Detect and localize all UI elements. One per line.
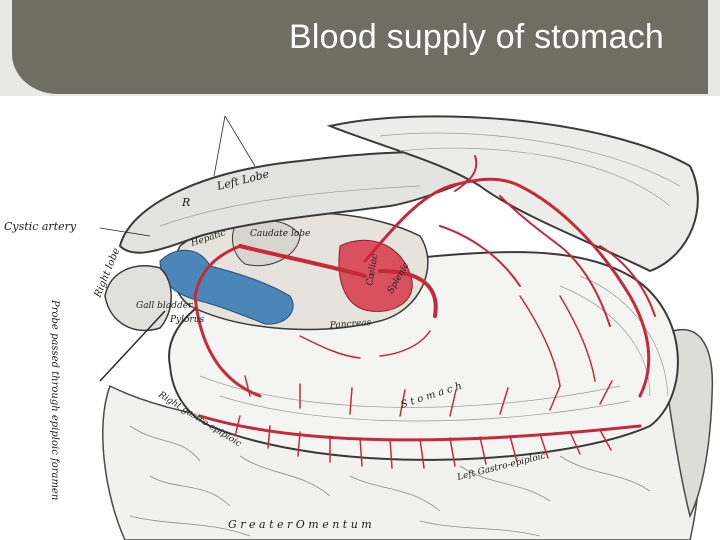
label-caudate-lobe: Caudate lobe [250, 229, 310, 239]
diaphragm-surface [326, 115, 699, 273]
common-hepatic-artery [238, 244, 367, 278]
gastroepiploic-arch [198, 414, 642, 442]
label-r: R [181, 196, 190, 209]
omentum-texture [129, 425, 651, 537]
title-bar: Blood supply of stomach [12, 0, 708, 94]
title-band: Blood supply of stomach [0, 0, 720, 100]
slide-title: Blood supply of stomach [288, 18, 664, 56]
probe [99, 310, 166, 382]
label-cystic-artery: Cystic artery [4, 220, 77, 233]
arteries [193, 155, 656, 469]
label-pylorus: Pylorus [169, 315, 205, 325]
label-pancreas: Pancreas [329, 318, 372, 331]
leader-lines [99, 115, 256, 237]
liver-shading [159, 132, 681, 227]
gastroduodenal-artery [193, 244, 242, 298]
label-probe: Probe passed through epiploic foramen [49, 299, 60, 500]
left-gastric-artery [363, 177, 522, 263]
left-gastric-stomach-branch [518, 184, 651, 398]
label-greater-omentum: G r e a t e r O m e n t u m [228, 518, 372, 531]
gall-bladder [104, 265, 172, 332]
splenic-artery [378, 269, 438, 318]
anatomy-drawing: Left Lobe R Cystic artery Right lobe Hep… [0, 96, 720, 540]
right-gastroepiploic-artery [193, 294, 262, 398]
label-gall-bladder: Gall bladder [136, 301, 193, 311]
stomach-anatomy-illustration: Left Lobe R Cystic artery Right lobe Hep… [0, 96, 720, 540]
